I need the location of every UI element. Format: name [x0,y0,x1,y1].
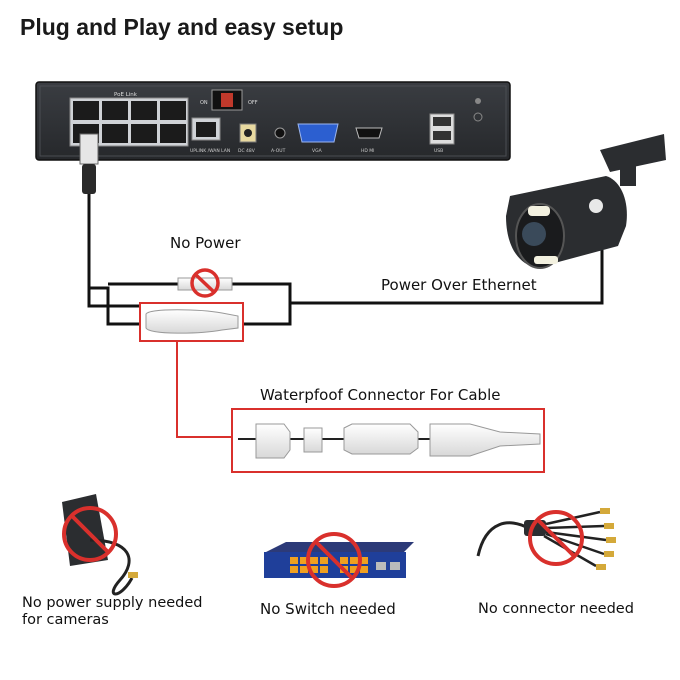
no-power-connector [177,268,233,298]
dc-label: DC 48V [238,148,256,154]
nvr-recorder: PoE Link UPLINK /WAN LAN ON OFF DC 48V A… [35,81,511,161]
no-psu-label-line1: No power supply needed [22,595,203,611]
lan-label: UPLINK /WAN LAN [190,148,230,154]
poe-ports[interactable] [69,97,189,147]
poe-link-label: PoE Link [114,92,138,98]
page-title: Plug and Play and easy setup [20,14,344,40]
no-connector-label: No connector needed [478,601,634,617]
ethernet-plug [79,133,99,194]
audio-out-jack[interactable] [274,127,286,139]
highlighted-plug [139,302,244,342]
power-adapter-image [62,494,138,596]
prohibited-icon [306,532,362,588]
vga-label: VGA [312,148,323,154]
no-psu-label-line2: for cameras [22,612,109,628]
waterproof-connector-label: Waterpfoof Connector For Cable [260,386,501,404]
on-label: ON [200,100,208,106]
prohibited-icon [62,506,118,562]
hdmi-label: HD MI [361,148,375,154]
waterproof-connector-box [231,408,545,473]
no-switch-label: No Switch needed [260,600,396,618]
callout-line [176,341,232,438]
poe-label: Power Over Ethernet [381,276,537,294]
aout-label: A-OUT [271,148,286,154]
bullet-camera [506,134,666,269]
usb-label: USB [434,148,443,154]
splitter-cable-image [476,508,616,570]
no-power-label: No Power [170,234,241,252]
vga-port[interactable] [297,123,339,143]
off-label: OFF [248,100,258,106]
network-switch-image [264,532,414,588]
prohibited-icon [528,510,584,566]
hdmi-port[interactable] [355,127,383,139]
